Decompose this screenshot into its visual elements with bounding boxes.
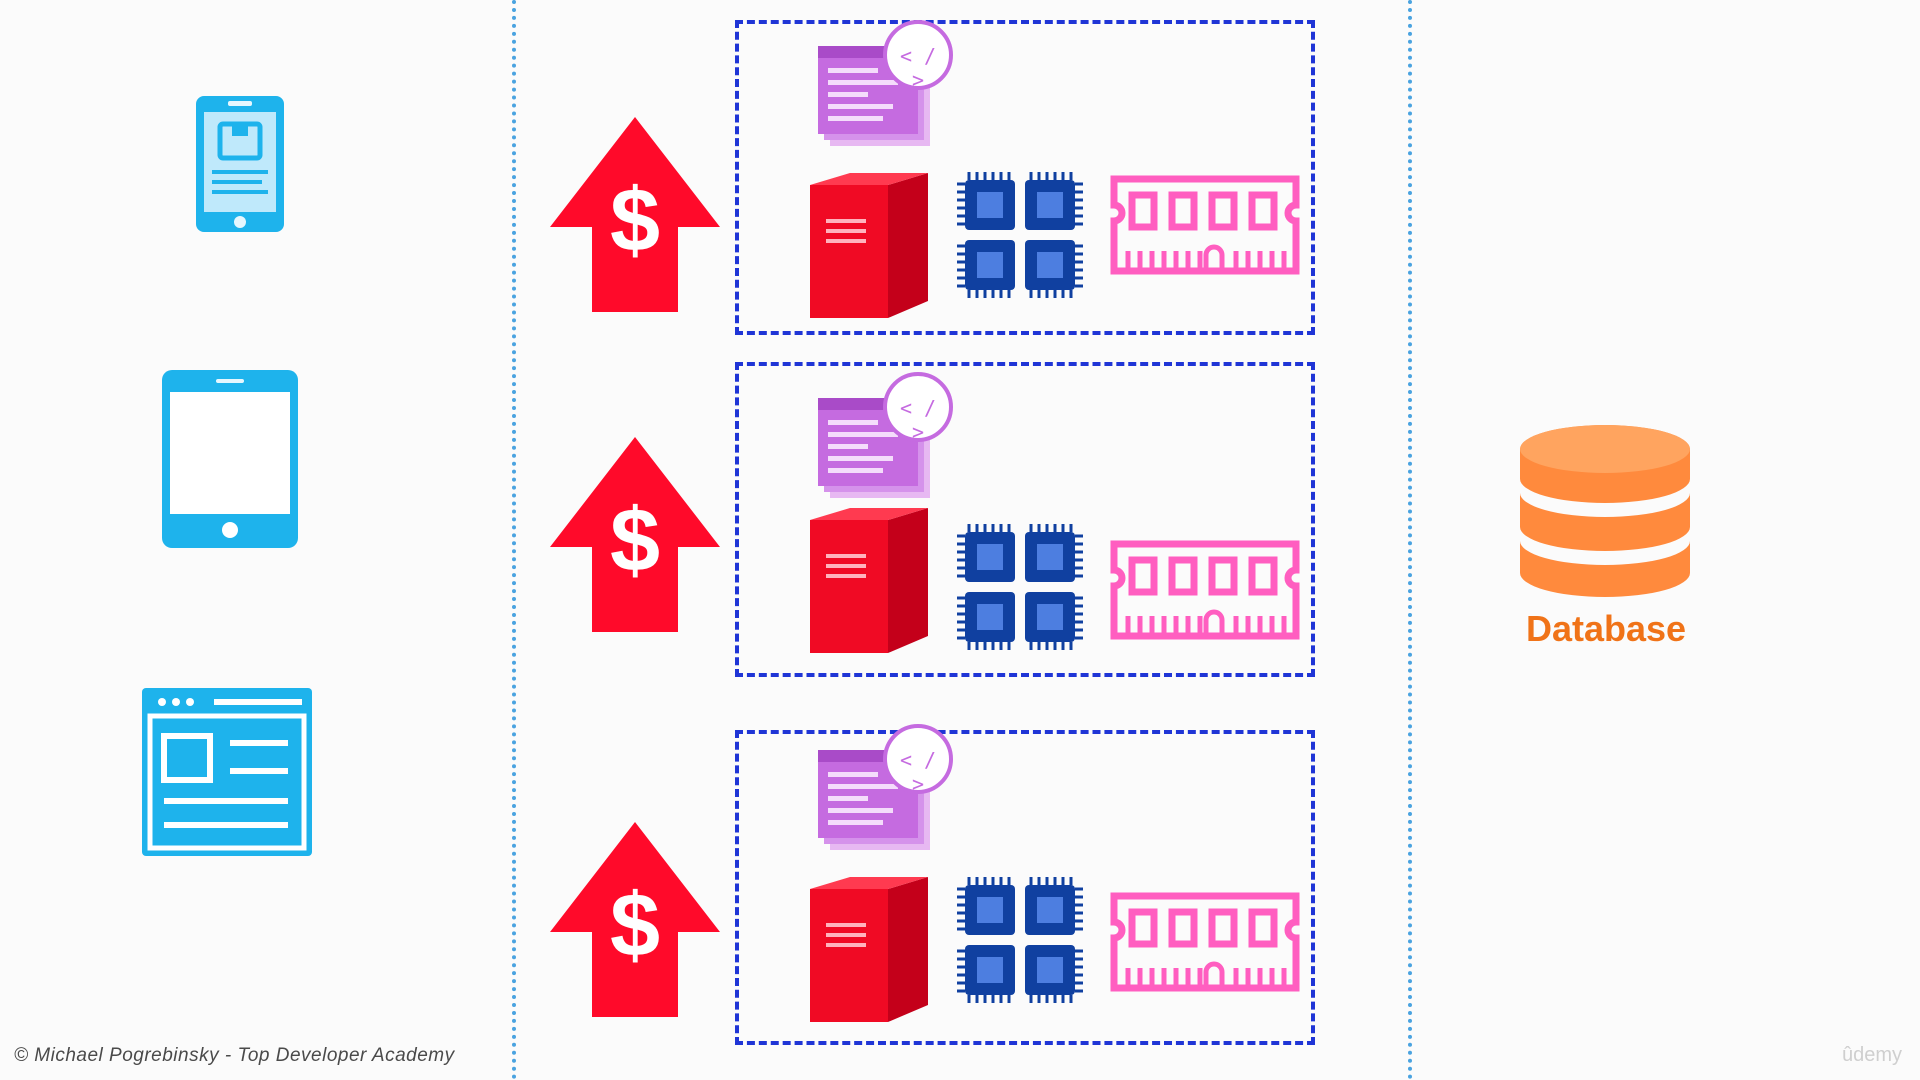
server-icon <box>810 877 930 1022</box>
code-tag-label: < / > <box>899 44 937 92</box>
ram-module-icon <box>1110 892 1300 992</box>
copyright-credit: © Michael Pogrebinsky - Top Developer Ac… <box>14 1045 455 1066</box>
dollar-up-arrow-icon: $ <box>550 437 720 632</box>
database-label: Database <box>1525 608 1687 649</box>
dollar-sign: $ <box>609 876 661 976</box>
mobile-phone-icon <box>196 96 284 232</box>
left-divider-line <box>512 0 516 1080</box>
cpu-chip-icon <box>955 170 1085 300</box>
dollar-up-arrow-icon: $ <box>550 822 720 1017</box>
dollar-sign: $ <box>609 171 661 271</box>
code-document-icon: < / > <box>818 724 958 854</box>
server-instance-box <box>735 362 1315 677</box>
code-document-icon: < / > <box>818 372 958 502</box>
server-instance-box <box>735 730 1315 1045</box>
ram-module-icon <box>1110 175 1300 275</box>
cpu-chip-icon <box>955 522 1085 652</box>
dollar-sign: $ <box>609 491 661 591</box>
code-tag-label: < / > <box>899 396 937 444</box>
database-cylinder-icon <box>1520 425 1690 597</box>
right-divider-line <box>1408 0 1412 1080</box>
code-document-icon: < / > <box>818 20 958 150</box>
code-tag-label: < / > <box>899 748 937 796</box>
server-icon <box>810 508 930 653</box>
server-icon <box>810 173 930 318</box>
udemy-watermark: ûdemy <box>1842 1044 1903 1066</box>
tablet-icon <box>162 370 298 548</box>
ram-module-icon <box>1110 540 1300 640</box>
server-instance-box <box>735 20 1315 335</box>
dollar-up-arrow-icon: $ <box>550 117 720 312</box>
browser-window-icon <box>142 688 312 856</box>
cpu-chip-icon <box>955 875 1085 1005</box>
